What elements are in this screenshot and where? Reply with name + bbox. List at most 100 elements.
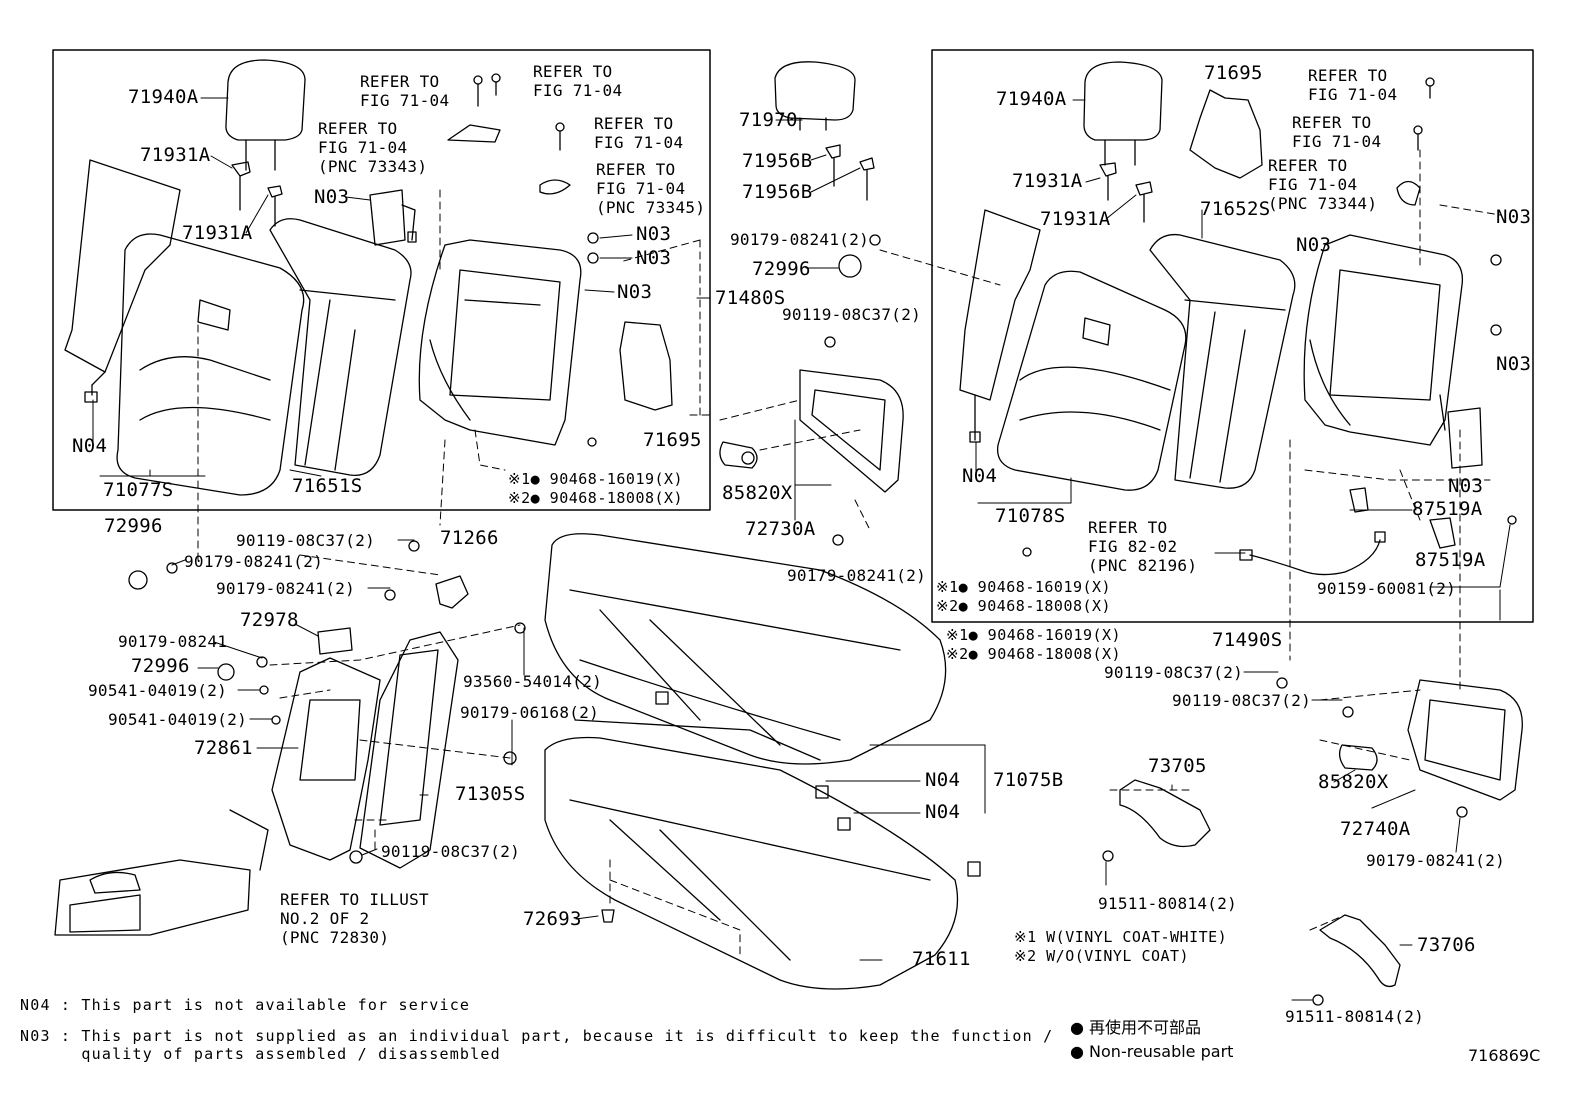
part-label: 90179-08241(2) — [184, 552, 324, 571]
seatback-pad-left-2 — [269, 218, 412, 476]
part-label: 71940A — [128, 86, 199, 108]
armrest-trim-71305S — [359, 622, 526, 869]
reference-note: REFER TO ILLUST NO.2 OF 2 (PNC 72830) — [280, 890, 429, 947]
part-label: 87519A — [1412, 498, 1483, 520]
cable-73706 — [1312, 914, 1401, 1006]
part-label: 71970 — [739, 109, 798, 131]
nonreusable-callout: ※1● 90468-16019(X) ※2● 90468-18008(X) — [508, 470, 684, 507]
part-label: N03 — [1448, 475, 1484, 497]
headrest-support-center — [825, 144, 875, 201]
part-label: 85820X — [722, 482, 793, 504]
armrest-cover-right — [1439, 394, 1483, 469]
part-label: N04 — [962, 465, 998, 487]
part-label: N04 — [72, 435, 108, 457]
part-label: 71490S — [1212, 629, 1283, 651]
part-label: 90119-08C37(2) — [782, 305, 922, 324]
part-label: 71956B — [742, 150, 813, 172]
part-label: 71652S — [1200, 198, 1271, 220]
screws-right-top — [1396, 77, 1517, 525]
plate-72978 — [317, 627, 353, 655]
seatback-cover-right — [996, 270, 1187, 491]
part-label: 72861 — [194, 737, 253, 759]
part-label: 85820X — [1318, 771, 1389, 793]
part-label: 90179-08241(2) — [216, 579, 356, 598]
part-label: N03 — [1296, 234, 1332, 256]
legend-jp: ● 再使用不可部品 — [1070, 1018, 1202, 1037]
seatback-frame-right — [1303, 234, 1464, 446]
headrest-support-left — [231, 161, 283, 227]
part-label: 73706 — [1417, 934, 1476, 956]
part-label: 90179-08241(2) — [787, 566, 927, 585]
legend-en: ● Non-reusable part — [1070, 1042, 1234, 1061]
panel-71695-right — [1189, 89, 1263, 179]
part-label: N03 — [636, 247, 672, 269]
part-label: 72693 — [523, 908, 582, 930]
part-label: 71077S — [103, 479, 174, 501]
armrest-cover-left — [369, 189, 417, 246]
figure-code: 716869C — [1468, 1046, 1541, 1065]
armrest-frame-72861 — [217, 656, 381, 861]
seatback-cover-left — [116, 233, 305, 496]
dashed-assembly-lines — [197, 149, 1501, 956]
part-label: 71695 — [643, 429, 702, 451]
part-label: 90159-60081(2) — [1317, 579, 1457, 598]
part-label: 71931A — [182, 222, 253, 244]
screws-left-top — [447, 73, 599, 447]
vinyl-coat-legend: ※1 W(VINYL COAT-WHITE) ※2 W/O(VINYL COAT… — [1014, 928, 1228, 965]
part-label: 71611 — [912, 948, 971, 970]
reference-note: REFER TO FIG 71-04 — [1292, 113, 1382, 151]
hinge-71266 — [435, 575, 469, 609]
cover-plate-left — [619, 321, 673, 411]
part-label: N03 — [617, 281, 653, 303]
part-label: 71940A — [996, 88, 1067, 110]
reference-note: REFER TO FIG 71-04 (PNC 73344) — [1268, 156, 1378, 213]
part-label: N04 — [925, 769, 961, 791]
reference-note: REFER TO FIG 71-04 (PNC 73345) — [596, 160, 706, 217]
fastener-72996-left — [128, 540, 420, 601]
leader-lines — [92, 97, 1511, 1001]
reference-note: REFER TO FIG 71-04 (PNC 73343) — [318, 119, 428, 176]
part-label: 71480S — [715, 287, 786, 309]
seatback-pad-left — [64, 159, 181, 403]
part-label: N03 — [314, 186, 350, 208]
seatback-pad-right-2 — [1149, 233, 1296, 489]
headrest-left — [225, 59, 306, 171]
seat-cushion-cover-71075B — [544, 533, 947, 765]
part-label: 73705 — [1148, 755, 1207, 777]
seat-cushion-pad-71611 — [544, 691, 981, 990]
part-label: 72978 — [240, 609, 299, 631]
part-label: 71075B — [993, 769, 1064, 791]
reference-note: REFER TO FIG 71-04 — [533, 62, 623, 100]
headrest-support-right — [1099, 162, 1153, 223]
part-label: 71651S — [292, 475, 363, 497]
headrest-right — [1083, 61, 1163, 166]
seatback-frame-left — [418, 239, 582, 446]
armrest-box — [54, 809, 269, 936]
part-label: 71956B — [742, 181, 813, 203]
part-label: N03 — [636, 223, 672, 245]
part-label: 71931A — [1040, 208, 1111, 230]
cable-73705 — [1102, 779, 1211, 862]
part-label: 71931A — [140, 144, 211, 166]
part-label: 90541-04019(2) — [108, 710, 248, 729]
part-label: 72996 — [131, 655, 190, 677]
part-label: 91511-80814(2) — [1285, 1007, 1425, 1026]
part-label: 90119-08C37(2) — [381, 842, 521, 861]
part-label: 71695 — [1204, 62, 1263, 84]
right-seatback-group-box — [931, 49, 1534, 623]
note-n04: N04 : This part is not available for ser… — [20, 996, 471, 1014]
part-label: N03 — [1496, 353, 1532, 375]
part-label: 72996 — [104, 515, 163, 537]
part-label: 90179-08241(2) — [1366, 851, 1506, 870]
part-label: 90119-08C37(2) — [1104, 663, 1244, 682]
left-seatback-group-box — [52, 49, 711, 511]
part-label: 90541-04019(2) — [88, 681, 228, 700]
nonreusable-callout: ※1● 90468-16019(X) ※2● 90468-18008(X) — [946, 626, 1122, 663]
part-label: 72740A — [1340, 818, 1411, 840]
part-label: 90119-08C37(2) — [1172, 691, 1312, 710]
harness-82196 — [1239, 531, 1386, 576]
part-label: 90179-08241 — [118, 632, 228, 651]
part-label: 93560-54014(2) — [463, 672, 603, 691]
part-label: 90119-08C37(2) — [236, 531, 376, 550]
